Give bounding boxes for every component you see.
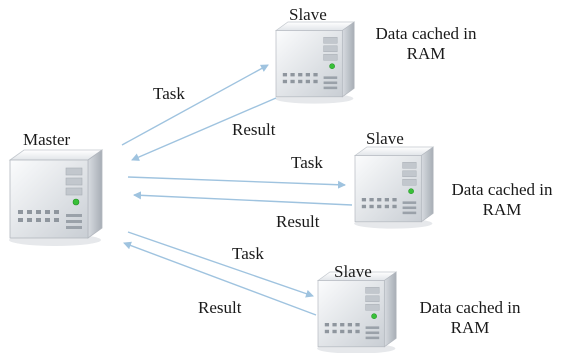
slave-note-1-line2: RAM	[406, 44, 446, 63]
slave-server-icon-2	[353, 146, 434, 230]
result-arrow-3	[123, 241, 317, 316]
slave-note-1-line1: Data cached in	[375, 24, 477, 43]
slave-note-2-line2: RAM	[482, 200, 522, 219]
task-label-2: Task	[291, 153, 323, 172]
result-label-3: Result	[198, 298, 242, 317]
result-arrow-1	[131, 97, 277, 161]
master-label: Master	[23, 130, 71, 149]
result-arrow-2	[133, 191, 353, 206]
slave-label-2: Slave	[366, 129, 404, 148]
slave-server-icon-3	[316, 271, 397, 353]
task-arrow-2	[127, 176, 346, 189]
slave-label-1: Slave	[289, 5, 327, 24]
task-arrow-3	[127, 231, 314, 298]
slave-label-3: Slave	[334, 262, 372, 281]
slave-note-3: Data cached in RAM	[400, 298, 540, 338]
slave-note-2-line1: Data cached in	[451, 180, 553, 199]
slave-note-1: Data cached in RAM	[356, 24, 496, 64]
slave-note-2: Data cached in RAM	[436, 180, 568, 220]
master-server-icon	[8, 149, 103, 247]
task-label-1: Task	[153, 84, 185, 103]
slave-note-3-line1: Data cached in	[419, 298, 521, 317]
slave-server-icon-1	[274, 21, 355, 105]
task-arrow-1	[121, 64, 269, 146]
slave-note-3-line2: RAM	[450, 318, 490, 337]
result-label-2: Result	[276, 212, 320, 231]
result-label-1: Result	[232, 120, 276, 139]
task-label-3: Task	[232, 244, 264, 263]
